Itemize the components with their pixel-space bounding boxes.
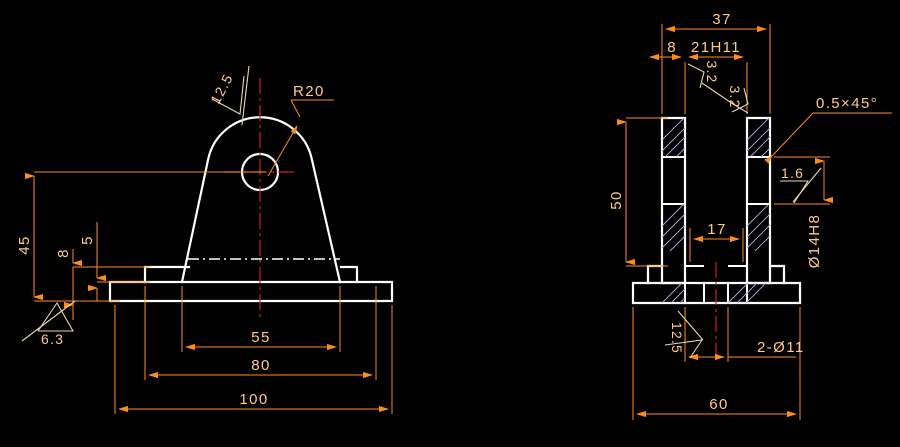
sf-16-text: 1.6 — [781, 165, 804, 181]
dim-50-text: 50 — [608, 190, 625, 210]
dim-8-side-text: 8 — [667, 39, 677, 56]
sf-front-125-leader — [241, 65, 250, 126]
dim-60-text: 60 — [709, 396, 729, 413]
dim-r20-leader — [267, 125, 298, 177]
chamfer-text: 0.5×45° — [816, 95, 878, 112]
hatch-left-upper — [661, 117, 686, 158]
dim-55-text: 55 — [251, 329, 271, 346]
surface-finish-3-2-right: 3.2 — [727, 85, 749, 114]
surface-finish-12-5-side: 12.5 — [664, 310, 704, 359]
dim-r20-kink — [290, 99, 301, 118]
front-body-outline — [180, 116, 342, 284]
side-right-plate-foot — [768, 264, 786, 285]
dim-37-text: 37 — [712, 11, 732, 28]
hatch-right-upper — [746, 117, 771, 158]
side-left-plate — [660, 116, 687, 285]
sf-32-left-leader — [701, 82, 734, 105]
front-base-plate — [108, 280, 394, 303]
side-view-dimensions: 37 8 21H11 50 17 Ø14H8 — [608, 11, 892, 420]
side-view-geometry — [631, 116, 802, 358]
hatch-left-lower — [661, 203, 686, 252]
sf-front-125-text: 12.5 — [207, 71, 236, 107]
front-view-geometry — [108, 78, 394, 318]
dim-45-text: 45 — [16, 235, 33, 255]
sf-side-125-triangle — [664, 339, 704, 359]
side-left-plate-foot — [646, 264, 664, 285]
dim-5-text: 5 — [79, 235, 96, 245]
dim-holes-text: 2-Ø11 — [757, 339, 805, 356]
surface-finish-6-3-front: 6.3 — [21, 300, 76, 347]
sf-32-left-triangle — [687, 63, 705, 89]
sf-side-125-leader — [677, 310, 704, 341]
sf-front-125-triangle — [211, 75, 245, 115]
dim-bore-text: Ø14H8 — [806, 214, 823, 269]
surface-finish-12-5-front: 12.5 — [207, 65, 250, 126]
side-base-plate — [631, 281, 802, 305]
front-right-shoulder — [339, 265, 359, 284]
chamfer-leader — [764, 112, 814, 164]
front-view-dimensions: 45 8 5 55 80 100 — [16, 65, 393, 414]
sf-front-63-triangle — [37, 301, 74, 332]
hatch-right-lower — [746, 203, 771, 252]
sf-16-triangle — [780, 180, 810, 204]
sf-32-right-leader — [732, 103, 749, 114]
side-right-plate — [745, 116, 772, 285]
dim-100-text: 100 — [239, 391, 268, 408]
sf-side-125-text: 12.5 — [669, 322, 685, 354]
sf-front-63-leader — [21, 300, 76, 342]
sf-front-63-text: 6.3 — [41, 331, 64, 347]
dim-80-text: 80 — [251, 357, 271, 374]
dim-21-text: 21H11 — [691, 39, 741, 56]
dim-8-text: 8 — [55, 248, 72, 258]
sf-32-right-text: 3.2 — [727, 85, 743, 108]
hatch-base-left — [661, 282, 686, 304]
sf-32-left-text: 3.2 — [704, 60, 720, 83]
dim-r20-text: R20 — [293, 83, 325, 100]
sf-32-right-triangle — [731, 87, 749, 113]
surface-finish-3-2-left: 3.2 — [687, 60, 734, 105]
hatch-base-right — [727, 282, 767, 304]
dim-17-text: 17 — [707, 221, 727, 238]
surface-finish-1-6: 1.6 — [780, 165, 822, 204]
